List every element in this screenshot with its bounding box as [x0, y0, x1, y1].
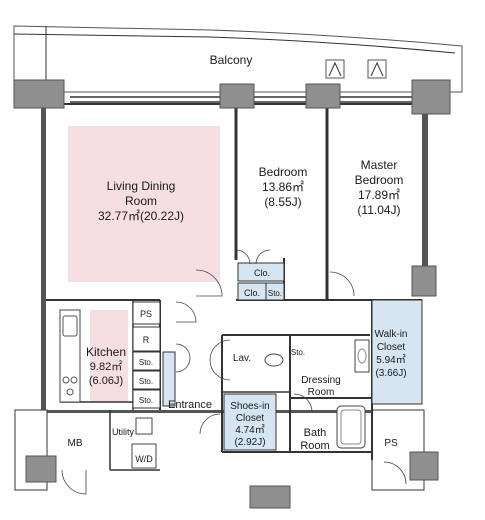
- hall-storage-strip: [162, 351, 176, 407]
- utility-label: Utility: [112, 427, 134, 437]
- wd-label: W/D: [135, 454, 153, 464]
- balcony-vent-icon: [325, 59, 345, 79]
- balcony-label: Balcony: [210, 53, 253, 67]
- bath-name-line1: Bath: [304, 427, 327, 439]
- toilet-icon: [264, 353, 284, 367]
- dressing-name-line1: Dressing: [301, 375, 340, 386]
- balcony-vent-icon: [367, 59, 387, 79]
- kitchen-tatami: (6.06J): [89, 375, 123, 387]
- master-tatami: (11.04J): [357, 203, 400, 217]
- bathtub-icon: [336, 405, 366, 449]
- sto-hall-1: Sto.: [139, 358, 153, 367]
- clo-upper-label: Clo.: [254, 268, 270, 278]
- bedroom-closets: [237, 262, 285, 301]
- clo-lower-label: Clo.: [244, 288, 260, 298]
- walkin-area: 5.94㎡: [376, 354, 405, 366]
- shoes-name-line2: Closet: [236, 413, 265, 424]
- walkin-name-line2: Closet: [377, 342, 406, 353]
- master-name-line2: Bedroom: [355, 173, 404, 187]
- sink-icon: [62, 315, 78, 337]
- living-dining-area: [68, 126, 220, 282]
- bedroom-tatami: (8.55J): [264, 195, 301, 209]
- kitchen-area: [90, 310, 128, 402]
- hall-storage: [132, 301, 161, 409]
- sto-bedroom-label: Sto.: [268, 289, 282, 298]
- shoes-tatami: (2.92J): [234, 437, 265, 448]
- mb-label: MB: [68, 438, 83, 449]
- dressing-name-line2: Room: [308, 387, 335, 398]
- walkin-tatami: (3.66J): [375, 368, 406, 379]
- kitchen-name: Kitchen: [86, 345, 126, 359]
- stove-icon: [62, 376, 78, 396]
- sto-hall-2: Sto.: [139, 377, 153, 386]
- living-area: 32.77㎡(20.22J): [98, 209, 184, 223]
- structural-pillars: [13, 79, 451, 509]
- kitchen-area-text: 9.82㎡: [90, 360, 122, 373]
- shoes-in-closet-area: [223, 393, 277, 451]
- bedroom-area: 13.86㎡: [262, 180, 304, 194]
- utility-sink-icon: [135, 417, 153, 435]
- walkin-name-line1: Walk-in: [375, 329, 408, 340]
- sto-dressing-label: Sto.: [291, 348, 305, 357]
- living-name-line2: Room: [125, 194, 157, 208]
- entrance-label: Entrance: [168, 399, 212, 411]
- shoes-name-line1: Shoes-in: [230, 401, 269, 412]
- fridge-label: R: [143, 335, 150, 345]
- bedroom-name: Bedroom: [259, 165, 308, 179]
- ps-bottom-label: PS: [384, 438, 398, 449]
- sink-icon: [354, 339, 370, 373]
- bath-name-line2: Room: [300, 440, 329, 452]
- washer-dryer-box: [131, 443, 157, 469]
- shoes-area: 4.74㎡: [235, 424, 264, 436]
- ps-kitchen-label: PS: [140, 309, 152, 319]
- lav-label: Lav.: [233, 353, 251, 364]
- doors: [61, 249, 407, 495]
- kitchen-counter: [59, 309, 81, 403]
- master-name-line1: Master: [361, 158, 398, 172]
- sto-hall-3: Sto.: [139, 396, 153, 405]
- walk-in-closet-area: [371, 299, 423, 405]
- living-name-line1: Living Dining: [107, 179, 176, 193]
- master-area: 17.89㎡: [358, 188, 400, 202]
